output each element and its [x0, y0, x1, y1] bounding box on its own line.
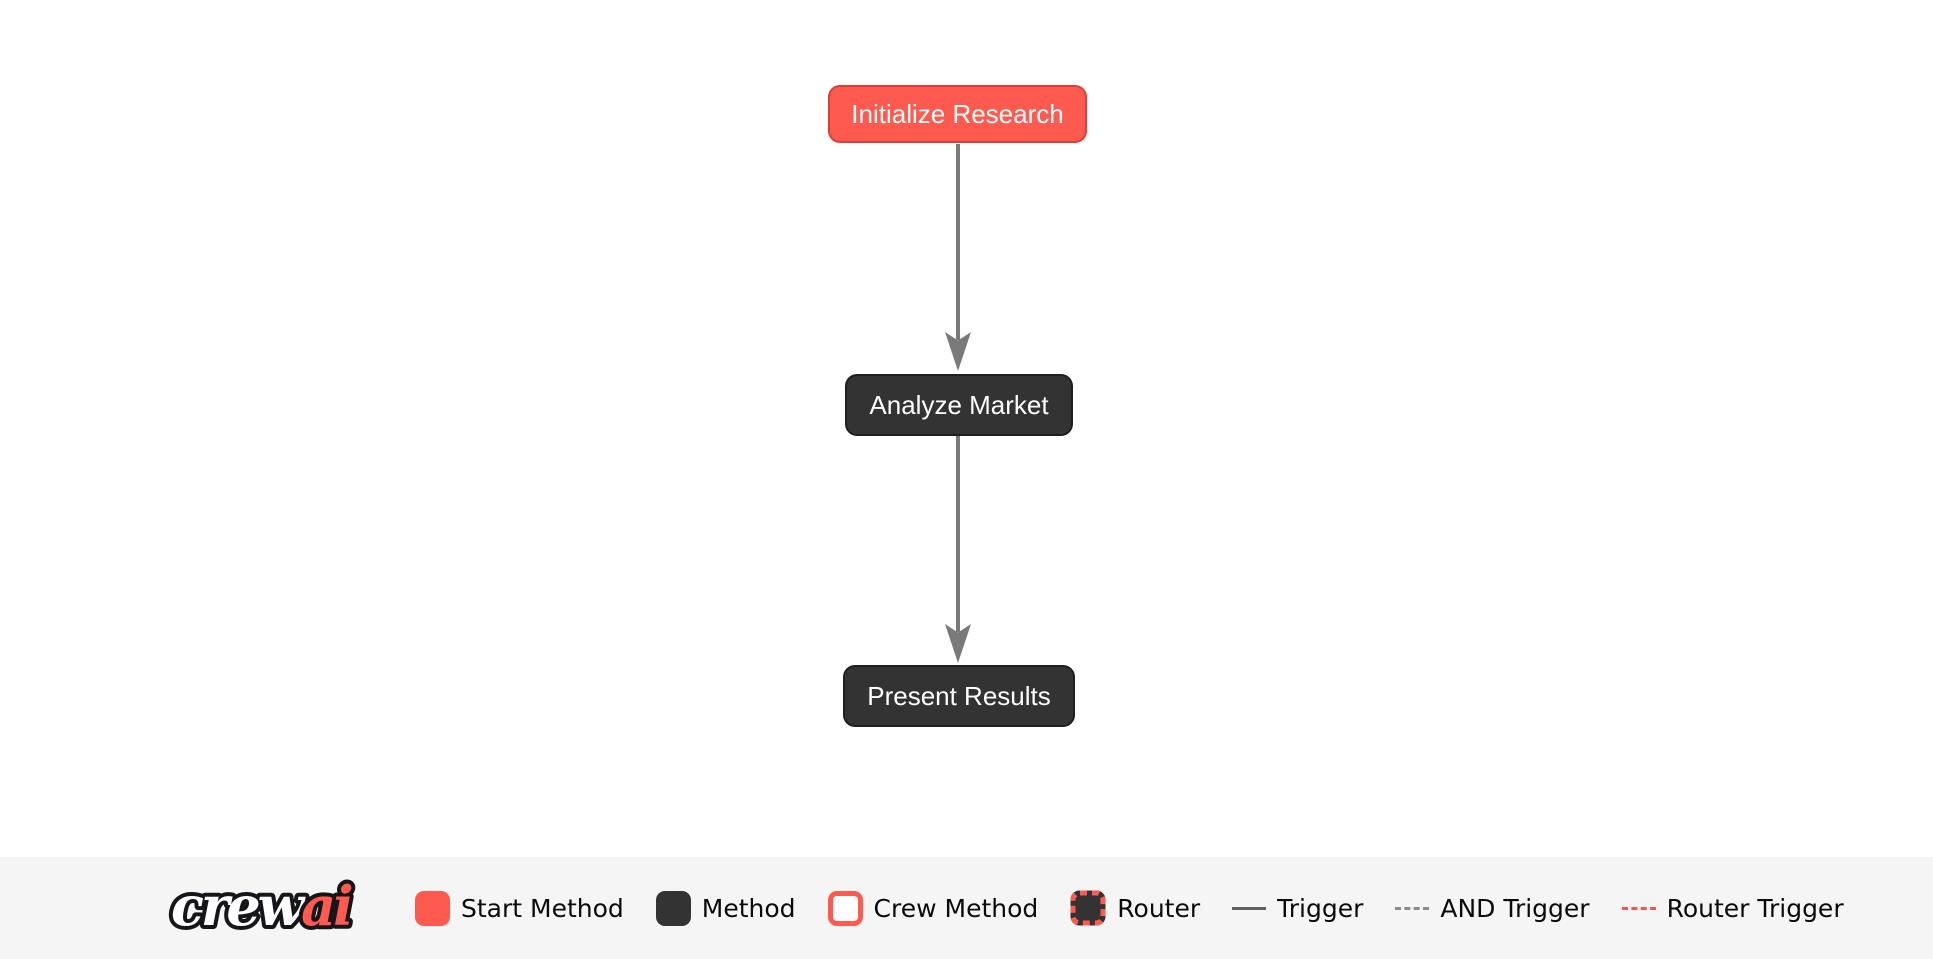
legend-item-router: Router — [1070, 890, 1200, 926]
edge-initialize-to-analyze — [945, 144, 971, 371]
legend-item-start-method: Start Method — [415, 890, 624, 926]
legend-item-crew-method: Crew Method — [827, 890, 1039, 926]
flow-node-present-results[interactable]: Present Results — [843, 665, 1075, 727]
router-trigger-line-icon — [1621, 906, 1656, 910]
legend-label: AND Trigger — [1440, 893, 1590, 923]
legend-item-and-trigger: AND Trigger — [1395, 893, 1590, 923]
legend-label: Trigger — [1277, 893, 1364, 923]
crew-method-swatch-icon — [827, 890, 863, 926]
edge-analyze-to-present — [945, 436, 971, 663]
trigger-line-icon — [1232, 906, 1267, 910]
legend-footer: crewai Start Method Method Crew Method R… — [0, 857, 1933, 959]
legend-item-trigger: Trigger — [1232, 894, 1363, 923]
legend-label: Method — [701, 893, 796, 923]
legend-label: Router — [1117, 893, 1201, 923]
legend-label: Start Method — [461, 893, 624, 923]
router-swatch-icon — [1070, 890, 1106, 926]
logo-word-crew: crew — [171, 874, 307, 938]
flow-node-analyze-market[interactable]: Analyze Market — [845, 374, 1073, 436]
start-method-swatch-icon — [415, 890, 450, 926]
method-swatch-icon — [655, 890, 691, 926]
legend-item-router-trigger: Router Trigger — [1621, 893, 1844, 923]
and-trigger-line-icon — [1395, 906, 1430, 910]
flow-node-initialize-research[interactable]: Initialize Research — [828, 85, 1087, 143]
flow-canvas[interactable]: Initialize Research Analyze Market Prese… — [0, 0, 1933, 857]
legend-item-method: Method — [655, 890, 796, 926]
logo-word-ai: ai — [301, 874, 352, 938]
legend-label: Router Trigger — [1666, 893, 1844, 923]
crewai-logo: crewai — [167, 870, 359, 942]
legend-label: Crew Method — [873, 893, 1039, 923]
svg-text:crewai: crewai — [171, 874, 352, 938]
